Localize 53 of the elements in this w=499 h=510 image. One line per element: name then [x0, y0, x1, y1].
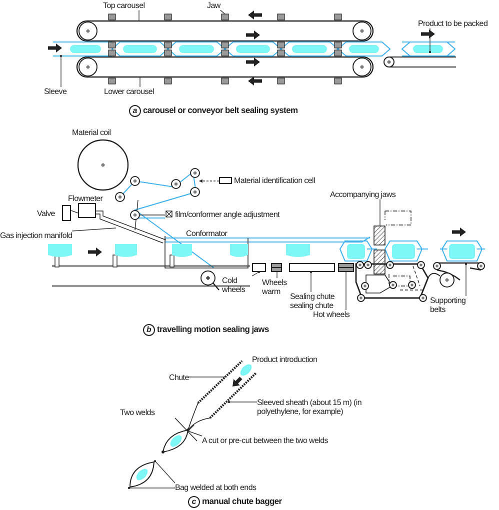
panel-caption: carousel or conveyor belt sealing system — [143, 106, 298, 116]
leader-line — [72, 228, 116, 232]
part-label: Sealing chute sealing chute — [290, 292, 344, 310]
leader-line — [188, 376, 226, 378]
leader-line — [70, 210, 78, 214]
panel-caption: manual chute bagger — [202, 497, 282, 507]
cold-wheel-box — [252, 263, 266, 272]
part-label: Material coil — [72, 128, 111, 138]
panel-letter: b — [143, 324, 155, 336]
part-label: Cold wheels — [222, 276, 252, 294]
small-box — [62, 205, 71, 221]
leader-line — [154, 460, 176, 484]
leader-line — [60, 54, 62, 88]
part-label: Chute — [169, 373, 189, 382]
hot-wheel-block — [338, 263, 354, 272]
panel-letter: c — [188, 496, 200, 508]
part-label: Hot wheels — [313, 310, 350, 320]
part-label: Product introduction — [252, 355, 318, 364]
part-label: Jaw — [207, 1, 220, 10]
part-label: Sleeved sheath (about 15 m) (in polyethylene, for example) — [257, 398, 375, 416]
sealing-chute-box — [289, 263, 335, 272]
leader-line — [220, 10, 226, 14]
leader-line — [128, 486, 176, 490]
part-label: Top carousel — [103, 1, 145, 10]
leader-line — [428, 28, 432, 54]
leader-line — [310, 270, 312, 292]
panel-letter: a — [129, 105, 141, 117]
warm-wheel-block — [271, 263, 282, 272]
small-box — [78, 203, 96, 218]
panel-caption: travelling motion sealing jaws — [157, 325, 269, 335]
leader-line — [228, 400, 258, 404]
leader-line — [138, 10, 140, 22]
part-label: Sleeve — [44, 87, 67, 96]
part-label: Conformator — [186, 229, 228, 238]
welded-bag-drawing — [129, 461, 155, 488]
part-label: Valve — [37, 209, 55, 218]
part-label: Flowmeter — [68, 194, 103, 204]
part-label: Accompanying jaws — [330, 190, 396, 200]
part-label: Lower carousel — [104, 87, 154, 96]
dashed-arrow — [198, 179, 220, 183]
small-box — [219, 177, 232, 184]
leader-line — [464, 262, 468, 296]
part-label: Bag welded at both ends — [175, 483, 256, 492]
leader-line — [188, 430, 202, 436]
part-label: A cut or pre-cut between the two welds — [202, 436, 328, 446]
part-label: Two welds — [120, 408, 155, 418]
part-label: Product to be packed — [418, 19, 488, 28]
leader-line — [276, 272, 278, 278]
part-label: Gas injection manifold — [0, 231, 72, 240]
part-label: Supporting belts — [430, 296, 470, 314]
part-label: Material identification cell — [234, 176, 315, 186]
part-label: film/conformer angle adjustment — [175, 210, 280, 220]
leader-line — [252, 270, 260, 276]
